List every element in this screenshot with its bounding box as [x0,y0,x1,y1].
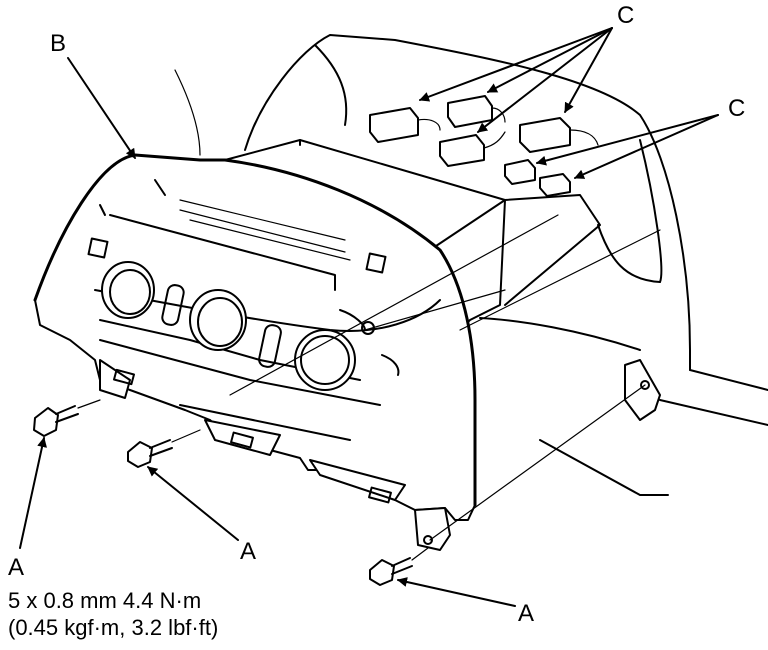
leader-b [67,57,136,159]
leader-a-middle [147,466,239,541]
callout-a-middle: A [240,538,257,565]
bolts-a [33,399,429,586]
callout-a-bottom-left: A [8,554,25,581]
knobs [101,261,356,391]
callout-b: B [50,30,67,57]
leader-c3 [477,27,613,133]
connector-c6 [539,173,571,197]
bolt-left [33,399,101,437]
leader-lines [19,27,719,607]
center-knob [189,289,247,351]
leader-c5 [536,114,719,166]
leader-c2 [487,27,613,93]
left-knob [101,261,155,319]
right-knob [294,329,356,391]
alignment-lines [229,214,661,541]
torque-spec-line2: (0.45 kgf·m, 3.2 lbf·ft) [8,615,219,640]
connector-c5 [504,159,536,185]
torque-spec-line1: 5 x 0.8 mm 4.4 N·m [8,588,202,613]
callout-a-bottom-right: A [518,600,535,627]
leader-a-left [19,437,47,549]
leader-c4 [564,27,613,113]
bolt-right [369,547,429,586]
right-mount-bracket [624,359,661,421]
connector-c2 [447,95,493,128]
leader-c6 [574,114,719,179]
callout-c-top: C [617,2,635,29]
connector-c3 [439,134,485,167]
callout-c-right: C [728,95,746,122]
leader-c1 [419,27,613,102]
leader-a-right [397,577,516,607]
dashboard-outline [174,34,768,496]
connectors-c [369,95,599,197]
connector-c4 [519,117,571,153]
connector-c1 [369,107,419,143]
bolt-middle [127,429,201,468]
mounting-tabs [99,359,451,551]
